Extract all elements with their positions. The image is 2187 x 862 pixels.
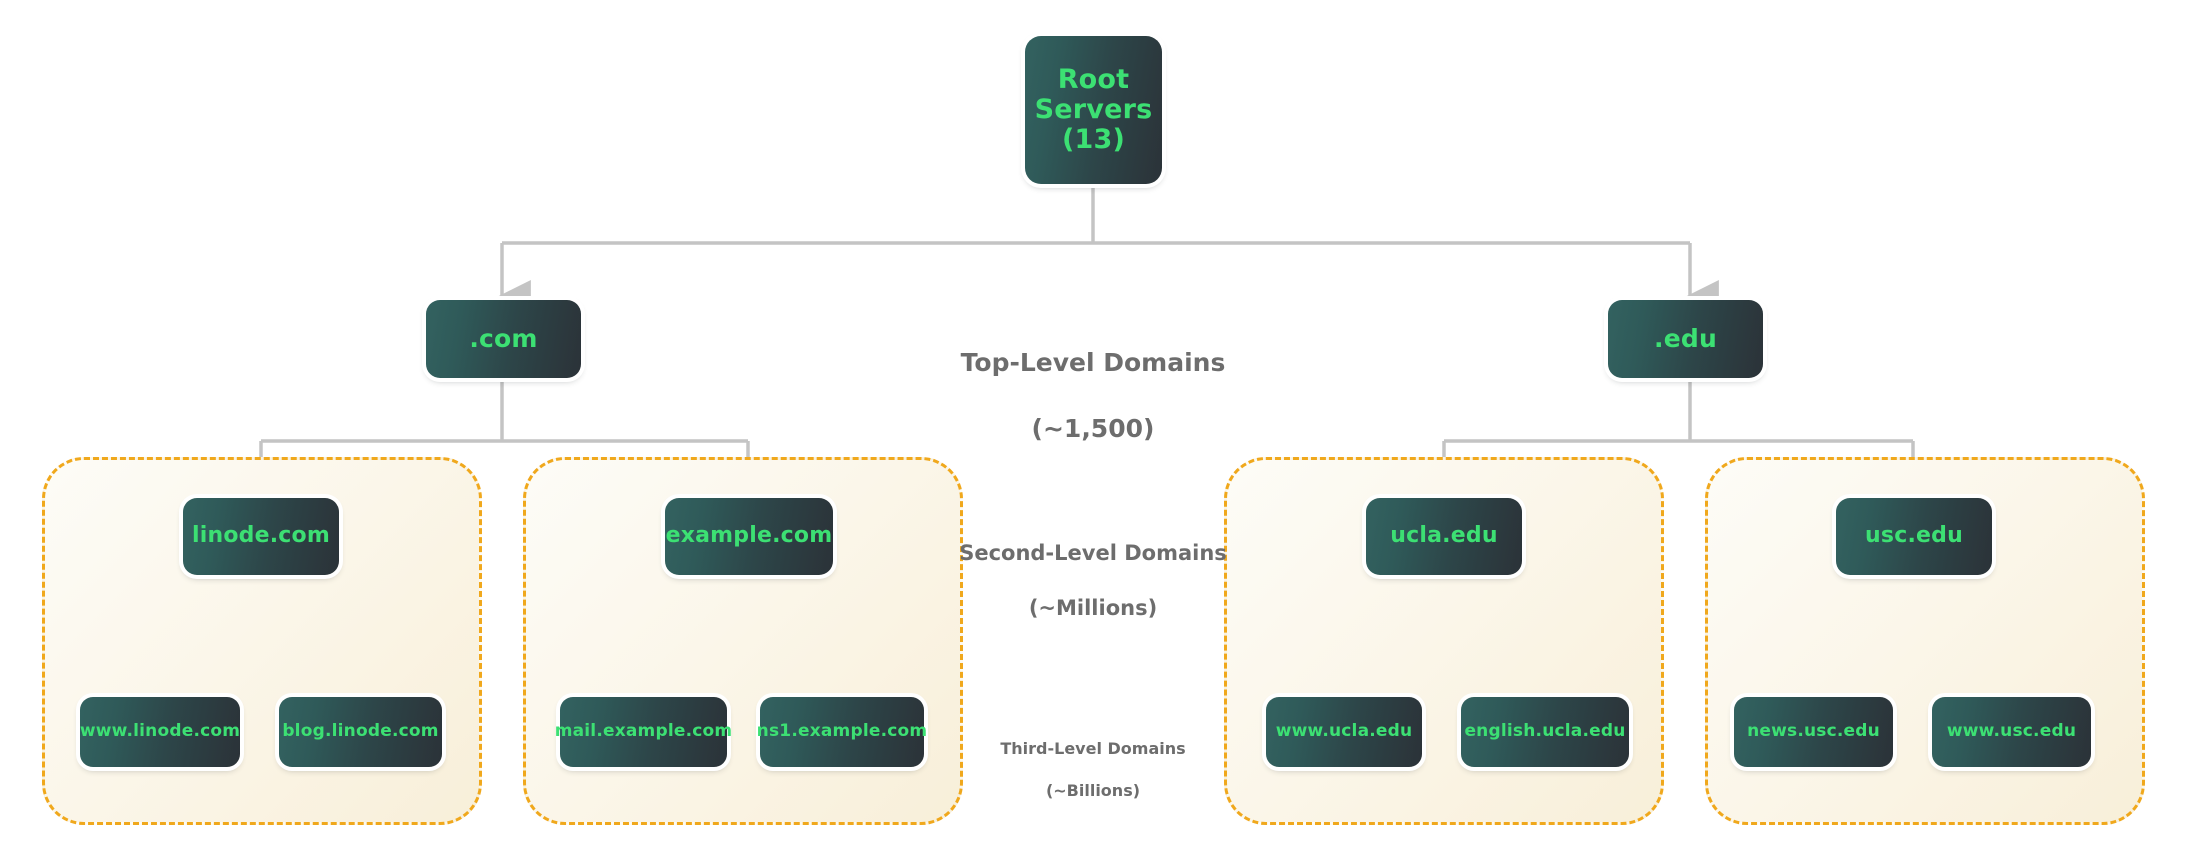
node-third-www-usc-edu-label: www.usc.edu bbox=[1946, 721, 2077, 742]
node-root-servers[interactable]: Root Servers (13) bbox=[1025, 36, 1162, 184]
tier-label-second-level-domains: Second-Level Domains (~Millions) bbox=[893, 512, 1293, 651]
node-sld-linode-com-label: linode.com bbox=[192, 523, 330, 549]
node-tld-com-label: .com bbox=[469, 324, 538, 353]
node-sld-example-com-label: example.com bbox=[665, 523, 833, 549]
tier-label-sld-count: (~Millions) bbox=[1028, 596, 1158, 621]
node-third-news-usc-edu[interactable]: news.usc.edu bbox=[1734, 697, 1893, 767]
node-third-news-usc-edu-label: news.usc.edu bbox=[1747, 721, 1880, 742]
tier-label-third-count: (~Billions) bbox=[1045, 781, 1141, 801]
tier-label-tld-title: Top-Level Domains bbox=[960, 348, 1226, 377]
node-tld-edu[interactable]: .edu bbox=[1608, 300, 1763, 378]
node-tld-edu-label: .edu bbox=[1654, 324, 1717, 353]
node-third-mail-example-com-label: mail.example.com bbox=[554, 721, 733, 742]
root-line-2: Servers bbox=[1034, 93, 1153, 125]
root-line-3: (13) bbox=[1061, 124, 1126, 156]
node-sld-usc-edu[interactable]: usc.edu bbox=[1836, 498, 1992, 575]
node-sld-ucla-edu[interactable]: ucla.edu bbox=[1366, 498, 1522, 575]
node-root-label: Root Servers (13) bbox=[1034, 63, 1153, 156]
tier-label-sld-title: Second-Level Domains bbox=[959, 540, 1227, 565]
node-third-english-ucla-edu-label: english.ucla.edu bbox=[1464, 721, 1626, 742]
node-third-blog-linode-com[interactable]: blog.linode.com bbox=[279, 697, 442, 767]
node-third-www-ucla-edu-label: www.ucla.edu bbox=[1275, 721, 1413, 742]
node-third-ns1-example-com[interactable]: ns1.example.com bbox=[757, 697, 927, 767]
node-tld-com[interactable]: .com bbox=[426, 300, 581, 378]
node-sld-usc-edu-label: usc.edu bbox=[1865, 523, 1963, 549]
tier-label-top-level-domains: Top-Level Domains (~1,500) bbox=[893, 313, 1293, 478]
node-third-english-ucla-edu[interactable]: english.ucla.edu bbox=[1461, 697, 1629, 767]
node-third-mail-example-com[interactable]: mail.example.com bbox=[555, 697, 732, 767]
node-sld-linode-com[interactable]: linode.com bbox=[183, 498, 339, 575]
node-sld-ucla-edu-label: ucla.edu bbox=[1390, 523, 1498, 549]
node-third-www-ucla-edu[interactable]: www.ucla.edu bbox=[1266, 697, 1422, 767]
tier-label-tld-count: (~1,500) bbox=[1031, 414, 1155, 443]
tier-label-third-level-domains: Third-Level Domains (~Billions) bbox=[893, 717, 1293, 823]
tier-label-third-title: Third-Level Domains bbox=[1000, 739, 1186, 759]
node-third-blog-linode-com-label: blog.linode.com bbox=[282, 721, 439, 742]
node-third-www-linode-com-label: www.linode.com bbox=[79, 721, 241, 742]
root-line-1: Root bbox=[1057, 63, 1130, 95]
node-third-www-linode-com[interactable]: www.linode.com bbox=[80, 697, 240, 767]
node-third-ns1-example-com-label: ns1.example.com bbox=[756, 721, 928, 742]
node-third-www-usc-edu[interactable]: www.usc.edu bbox=[1932, 697, 2091, 767]
node-sld-example-com[interactable]: example.com bbox=[665, 498, 833, 575]
